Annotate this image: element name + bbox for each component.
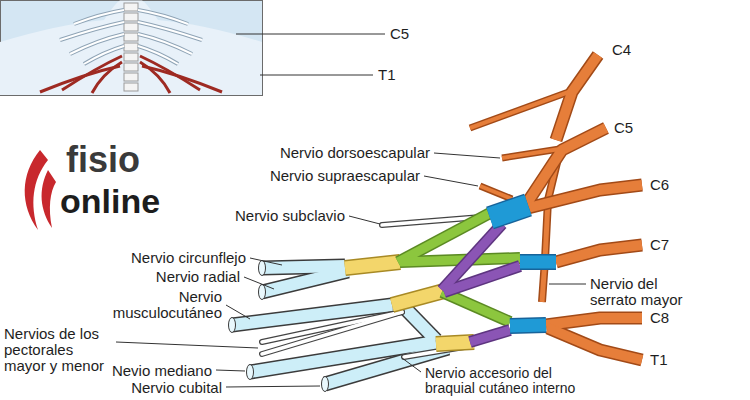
root-label: C4 [612,41,631,58]
nerve-label: Nervio dorsoescapular [280,144,430,161]
nerve-label: Nervio cubital [131,379,222,396]
roots [470,55,642,360]
divisions [398,212,520,342]
nerve-label: Nevio mediano [112,362,212,379]
root-label: T1 [650,351,668,368]
nerve-label: Nervio subclavio [235,207,345,224]
vertebrae [124,3,138,91]
nerve-label: Nervio accesorio del braquial cutáneo in… [425,366,600,396]
neck-nerves [60,10,202,64]
nerve-outlines [60,10,202,64]
nerve-label: Nervio radial [156,268,240,285]
figure-frame [1,1,263,96]
root-label: C6 [650,176,669,193]
nerve-label: Nervio del serrato mayor [590,276,702,308]
level-label: T1 [378,66,396,83]
root-label: C7 [650,236,669,253]
watermark-logo [25,150,56,230]
root-label: C5 [614,119,633,136]
watermark: fisio [66,140,140,180]
root-label: C8 [650,309,669,326]
level-label: C5 [390,25,409,42]
trunks [490,205,556,326]
nerve-label: Nervios de los pectorales mayor y menor [4,326,112,374]
plexus-nerves-red [40,56,222,93]
nerve-label: Nervio musculocutáneo [87,289,222,321]
terminal-nerves [232,266,448,384]
nerve-label: Nervio circunflejo [131,249,246,266]
shoulders [0,1,262,96]
nerve-cut-ends [229,261,329,392]
spine-figure [0,1,263,96]
watermark: online [60,182,160,220]
nerve-label: Nervio supraescapular [270,167,420,184]
leader-lines [116,34,586,387]
